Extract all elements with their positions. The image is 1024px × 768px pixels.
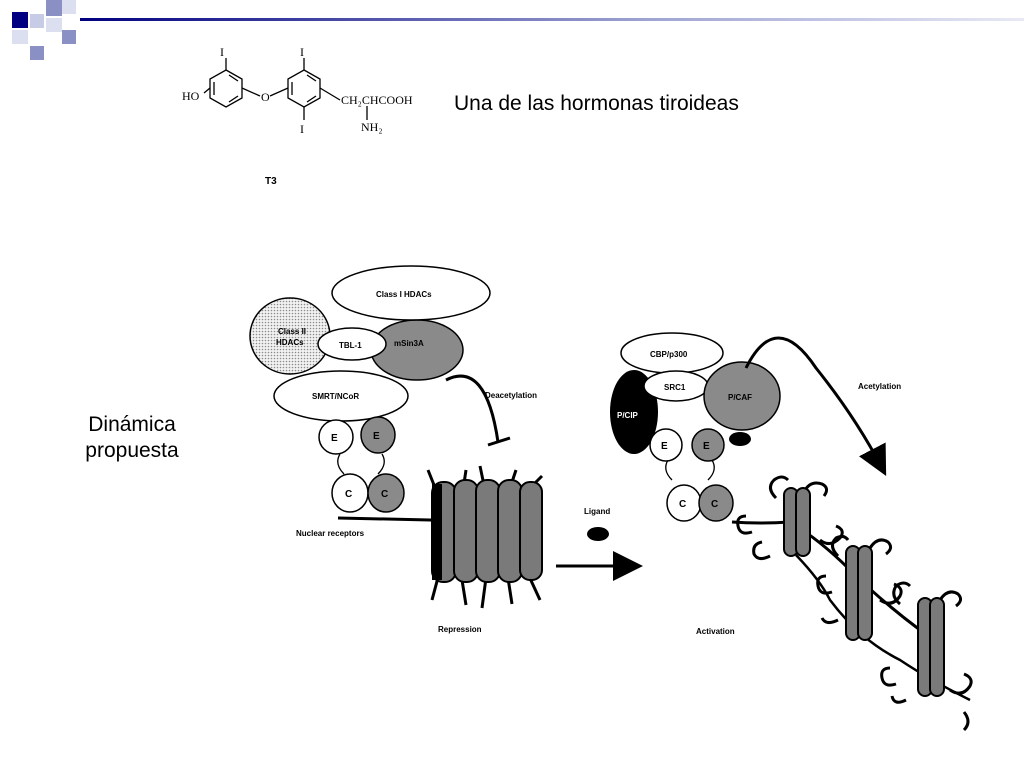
c-label: C [711, 499, 718, 510]
side-label: Dinámica propuesta [62, 412, 202, 464]
class-ii-hdacs-label-2: HDACs [276, 338, 304, 347]
nucleosome [857, 545, 873, 641]
e-label: E [373, 431, 380, 442]
class-i-hdacs-label: Class I HDACs [376, 290, 432, 299]
nuclear-receptor-dimer-left: E E C C [318, 416, 405, 513]
nucleosome [519, 481, 543, 581]
e-domain-shape [649, 428, 683, 462]
side-label-line1: Dinámica [88, 413, 176, 436]
deacetylation-label: Deacetylation [485, 391, 537, 400]
deacetylation-arrow: Deacetylation [445, 374, 537, 447]
ligand-transition: Ligand [556, 507, 643, 581]
deco-square [12, 30, 28, 44]
pcaf-shape [703, 361, 781, 431]
c-label: C [345, 489, 352, 500]
ligand-label: Ligand [584, 507, 610, 516]
repression-label: Repression [438, 625, 482, 634]
cbp-p300-label: CBP/p300 [650, 350, 688, 359]
nucleosome [475, 479, 501, 583]
smrt-ncor-label: SMRT/NCoR [312, 392, 359, 401]
c-domain-shape [367, 473, 405, 513]
e-label: E [703, 441, 710, 452]
deco-square [62, 30, 76, 44]
side-label-line2: propuesta [85, 439, 179, 462]
corepressor-complex: Class I HDACs Class II HDACs TBL-1 mSin3… [249, 265, 491, 422]
src1-label: SRC1 [664, 383, 686, 392]
pcaf-label: P/CAF [728, 393, 752, 402]
nuclear-receptors-label: Nuclear receptors [296, 529, 365, 538]
tbl1-label: TBL-1 [339, 341, 362, 350]
nucleosome [453, 479, 479, 583]
deco-square [12, 12, 28, 28]
msin3a-shape [370, 319, 464, 381]
deco-square [62, 0, 76, 14]
deco-square [30, 46, 44, 60]
slide-title: Una de las hormonas tiroideas [454, 92, 739, 115]
deco-square [46, 0, 62, 16]
open-chromatin [731, 475, 973, 732]
nuclear-receptor-dimer-right: E E C C [649, 428, 751, 522]
c-label: C [679, 499, 686, 510]
condensed-chromatin [337, 465, 544, 609]
e-label: E [331, 433, 338, 444]
c-label: C [381, 489, 388, 500]
acetylation-label: Acetylation [858, 382, 901, 391]
tbl1-shape [317, 327, 387, 361]
header-rule [80, 18, 1024, 21]
acetylation-arrow: Acetylation [744, 336, 901, 476]
msin3a-label: mSin3A [394, 339, 424, 348]
e-domain-shape [318, 419, 354, 455]
nucleosome-edge [432, 484, 442, 580]
c-domain-shape [698, 484, 734, 522]
ligand-shape [587, 527, 609, 541]
pcip-label: P/CIP [617, 411, 639, 420]
nucleosome [929, 597, 945, 697]
class-ii-hdacs-label-1: Class II [278, 327, 306, 336]
class-ii-hdacs-shape [249, 297, 331, 375]
nucleosome [795, 487, 811, 557]
bound-ligand-shape [729, 432, 751, 446]
deco-square [46, 18, 62, 32]
e-domain-shape [360, 416, 396, 454]
activation-label: Activation [696, 627, 735, 636]
deco-square [30, 14, 44, 28]
nucleosome [497, 479, 523, 583]
class-i-hdacs-shape [331, 265, 491, 321]
coactivator-complex: CBP/p300 SRC1 P/CIP P/CAF [610, 332, 781, 454]
e-label: E [661, 441, 668, 452]
e-domain-shape [691, 428, 725, 462]
